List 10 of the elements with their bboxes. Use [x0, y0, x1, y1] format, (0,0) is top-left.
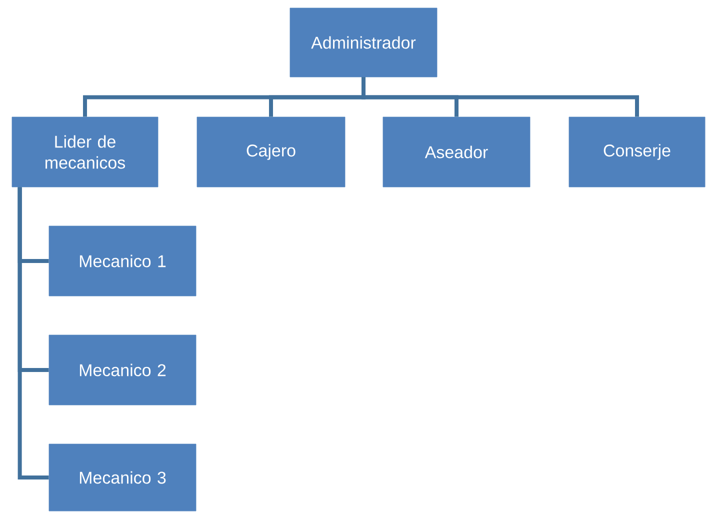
- org-box: Mecanico 1: [48, 226, 196, 296]
- org-box: Conserje: [568, 116, 706, 188]
- connector-line: [18, 187, 49, 480]
- org-box: Cajero: [196, 116, 346, 188]
- org-box: Administrador: [290, 8, 438, 78]
- org-box: Mecanico 2: [48, 334, 196, 406]
- connector-line: [362, 77, 639, 117]
- org-box: Aseador: [382, 116, 530, 188]
- org-box: Lider de mecanicos: [12, 116, 158, 188]
- org-box: Mecanico 3: [48, 444, 196, 512]
